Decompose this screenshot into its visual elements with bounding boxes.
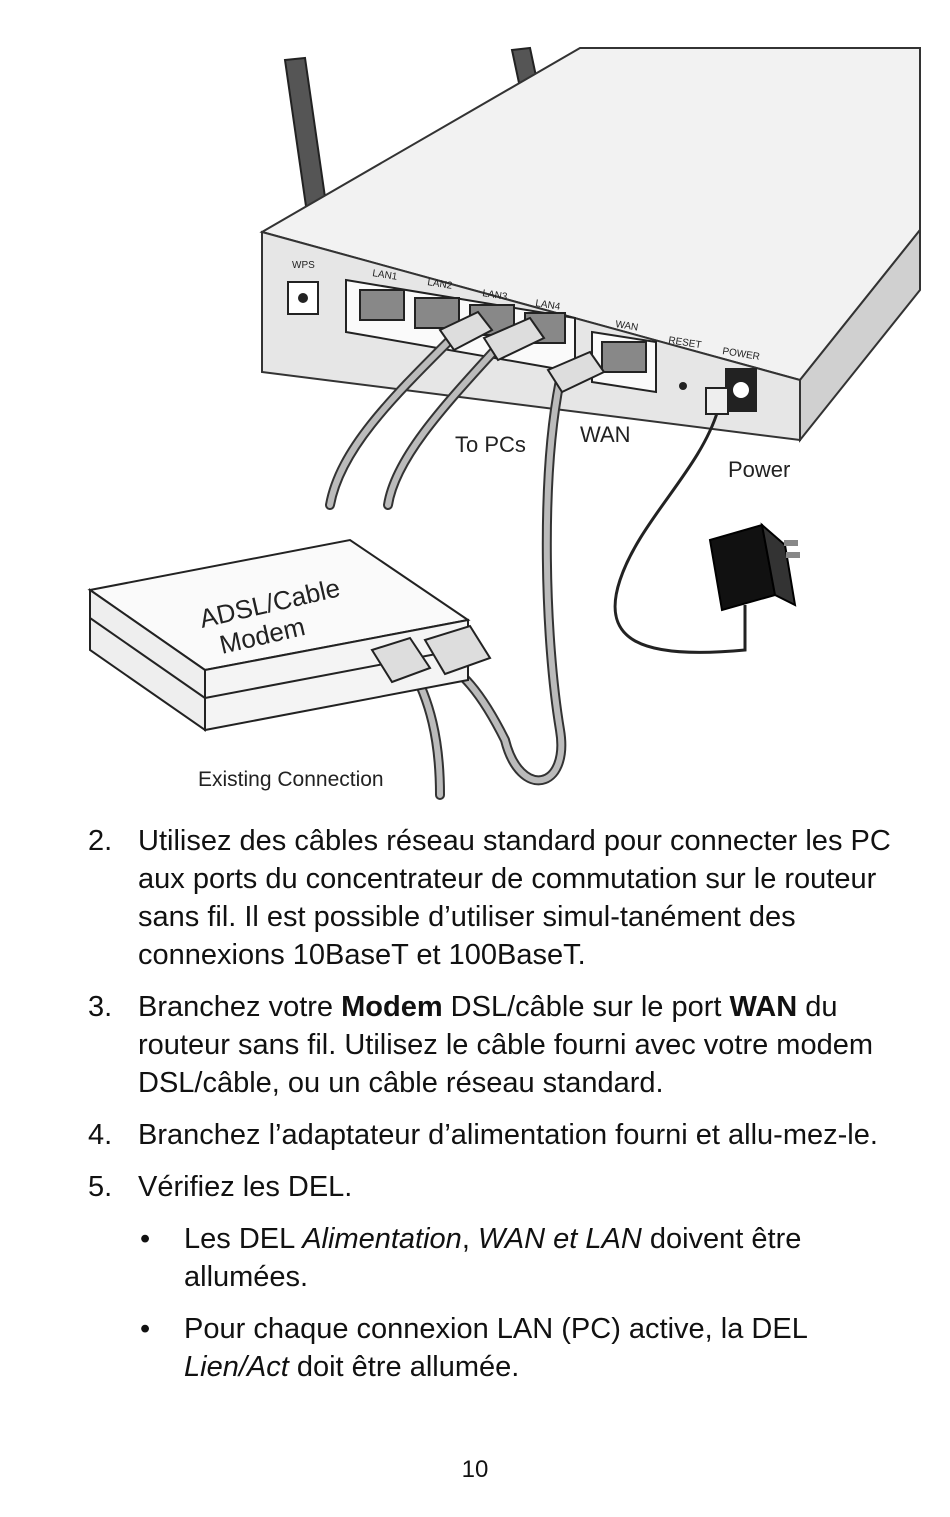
bullet-text: , xyxy=(461,1223,478,1255)
router-connection-illustration: WPS LAN1 LAN2 LAN3 LAN4 WAN RESET POWER xyxy=(87,46,921,800)
port-label-lan3: LAN3 xyxy=(482,288,509,303)
bullet-italic: Alimentation xyxy=(302,1223,462,1255)
step-text: Branchez votre xyxy=(138,991,342,1023)
wan-port xyxy=(591,330,657,394)
step-emphasis-modem: Modem xyxy=(341,991,443,1023)
port-label-lan4: LAN4 xyxy=(535,298,562,313)
bullet-item: • Pour chaque connexion LAN (PC) active,… xyxy=(88,1310,908,1386)
step-3: 3. Branchez votre Modem DSL/câble sur le… xyxy=(88,988,908,1102)
callout-wan: WAN xyxy=(580,422,631,447)
step-5: 5. Vérifiez les DEL. xyxy=(88,1168,908,1206)
power-cable xyxy=(613,409,747,654)
callout-power: Power xyxy=(728,457,790,482)
step-text: Utilisez des câbles réseau standard pour… xyxy=(138,825,891,971)
step-text: Branchez l’adaptateur d’alimentation fou… xyxy=(138,1119,878,1151)
bullet-italic: WAN et LAN xyxy=(477,1223,642,1255)
step-number: 4. xyxy=(88,1119,113,1151)
power-jack xyxy=(725,368,757,412)
rj45-plugs-router xyxy=(438,310,606,394)
bullet-text: Pour chaque connexion LAN (PC) active, l… xyxy=(184,1313,807,1345)
bullet-item: • Les DEL Alimentation, WAN et LAN doive… xyxy=(88,1220,908,1296)
port-label-lan1: LAN1 xyxy=(372,268,399,283)
port-label-wan: WAN xyxy=(615,319,639,333)
power-adapter xyxy=(708,522,800,612)
port-label-lan2: LAN2 xyxy=(427,277,454,292)
bullet-italic: Lien/Act xyxy=(184,1351,289,1383)
bullet-text: doit être allumée. xyxy=(288,1351,520,1383)
wps-button xyxy=(287,281,319,315)
bullet-text: Les DEL xyxy=(184,1223,303,1255)
callout-existing-connection: Existing Connection xyxy=(198,768,384,791)
reset-hole xyxy=(679,382,687,390)
port-label-reset: RESET xyxy=(668,335,703,351)
bullet-marker: • xyxy=(140,1313,151,1345)
page-number: 10 xyxy=(461,1456,489,1483)
step-number: 3. xyxy=(88,991,113,1023)
step-2: 2. Utilisez des câbles réseau standard p… xyxy=(88,822,908,974)
step-4: 4. Branchez l’adaptateur d’alimentation … xyxy=(88,1116,908,1154)
callout-to-pcs: To PCs xyxy=(455,432,526,457)
step-emphasis-wan: WAN xyxy=(729,991,798,1023)
bullet-marker: • xyxy=(140,1223,151,1255)
step-text: Vérifiez les DEL. xyxy=(138,1171,353,1203)
rj45-plugs-modem xyxy=(370,624,492,684)
step-number: 5. xyxy=(88,1171,113,1203)
power-plug xyxy=(705,387,729,415)
bullet-text: doivent être allumées. xyxy=(184,1223,802,1293)
port-label-wps: WPS xyxy=(292,260,315,271)
step-text: DSL/câble sur le port xyxy=(442,991,730,1023)
step-text: du routeur sans fil. Utilisez le câble f… xyxy=(138,991,873,1099)
instructions: 2. Utilisez des câbles réseau standard p… xyxy=(88,822,908,1400)
step-number: 2. xyxy=(88,825,113,857)
